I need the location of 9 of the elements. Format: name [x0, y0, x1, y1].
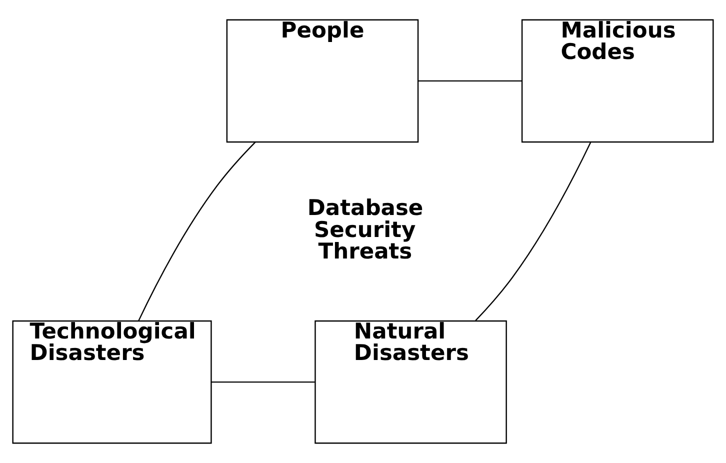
connector — [211, 381, 315, 383]
connector — [475, 142, 592, 321]
label: Database Security Threats — [307, 196, 424, 265]
connector — [138, 142, 256, 322]
connector — [418, 80, 522, 82]
node-box: Natural Disasters — [314, 320, 507, 444]
node-box: Malicious Codes — [521, 19, 714, 143]
node-box: Technological Disasters — [12, 320, 212, 444]
node-box: People — [226, 19, 419, 143]
